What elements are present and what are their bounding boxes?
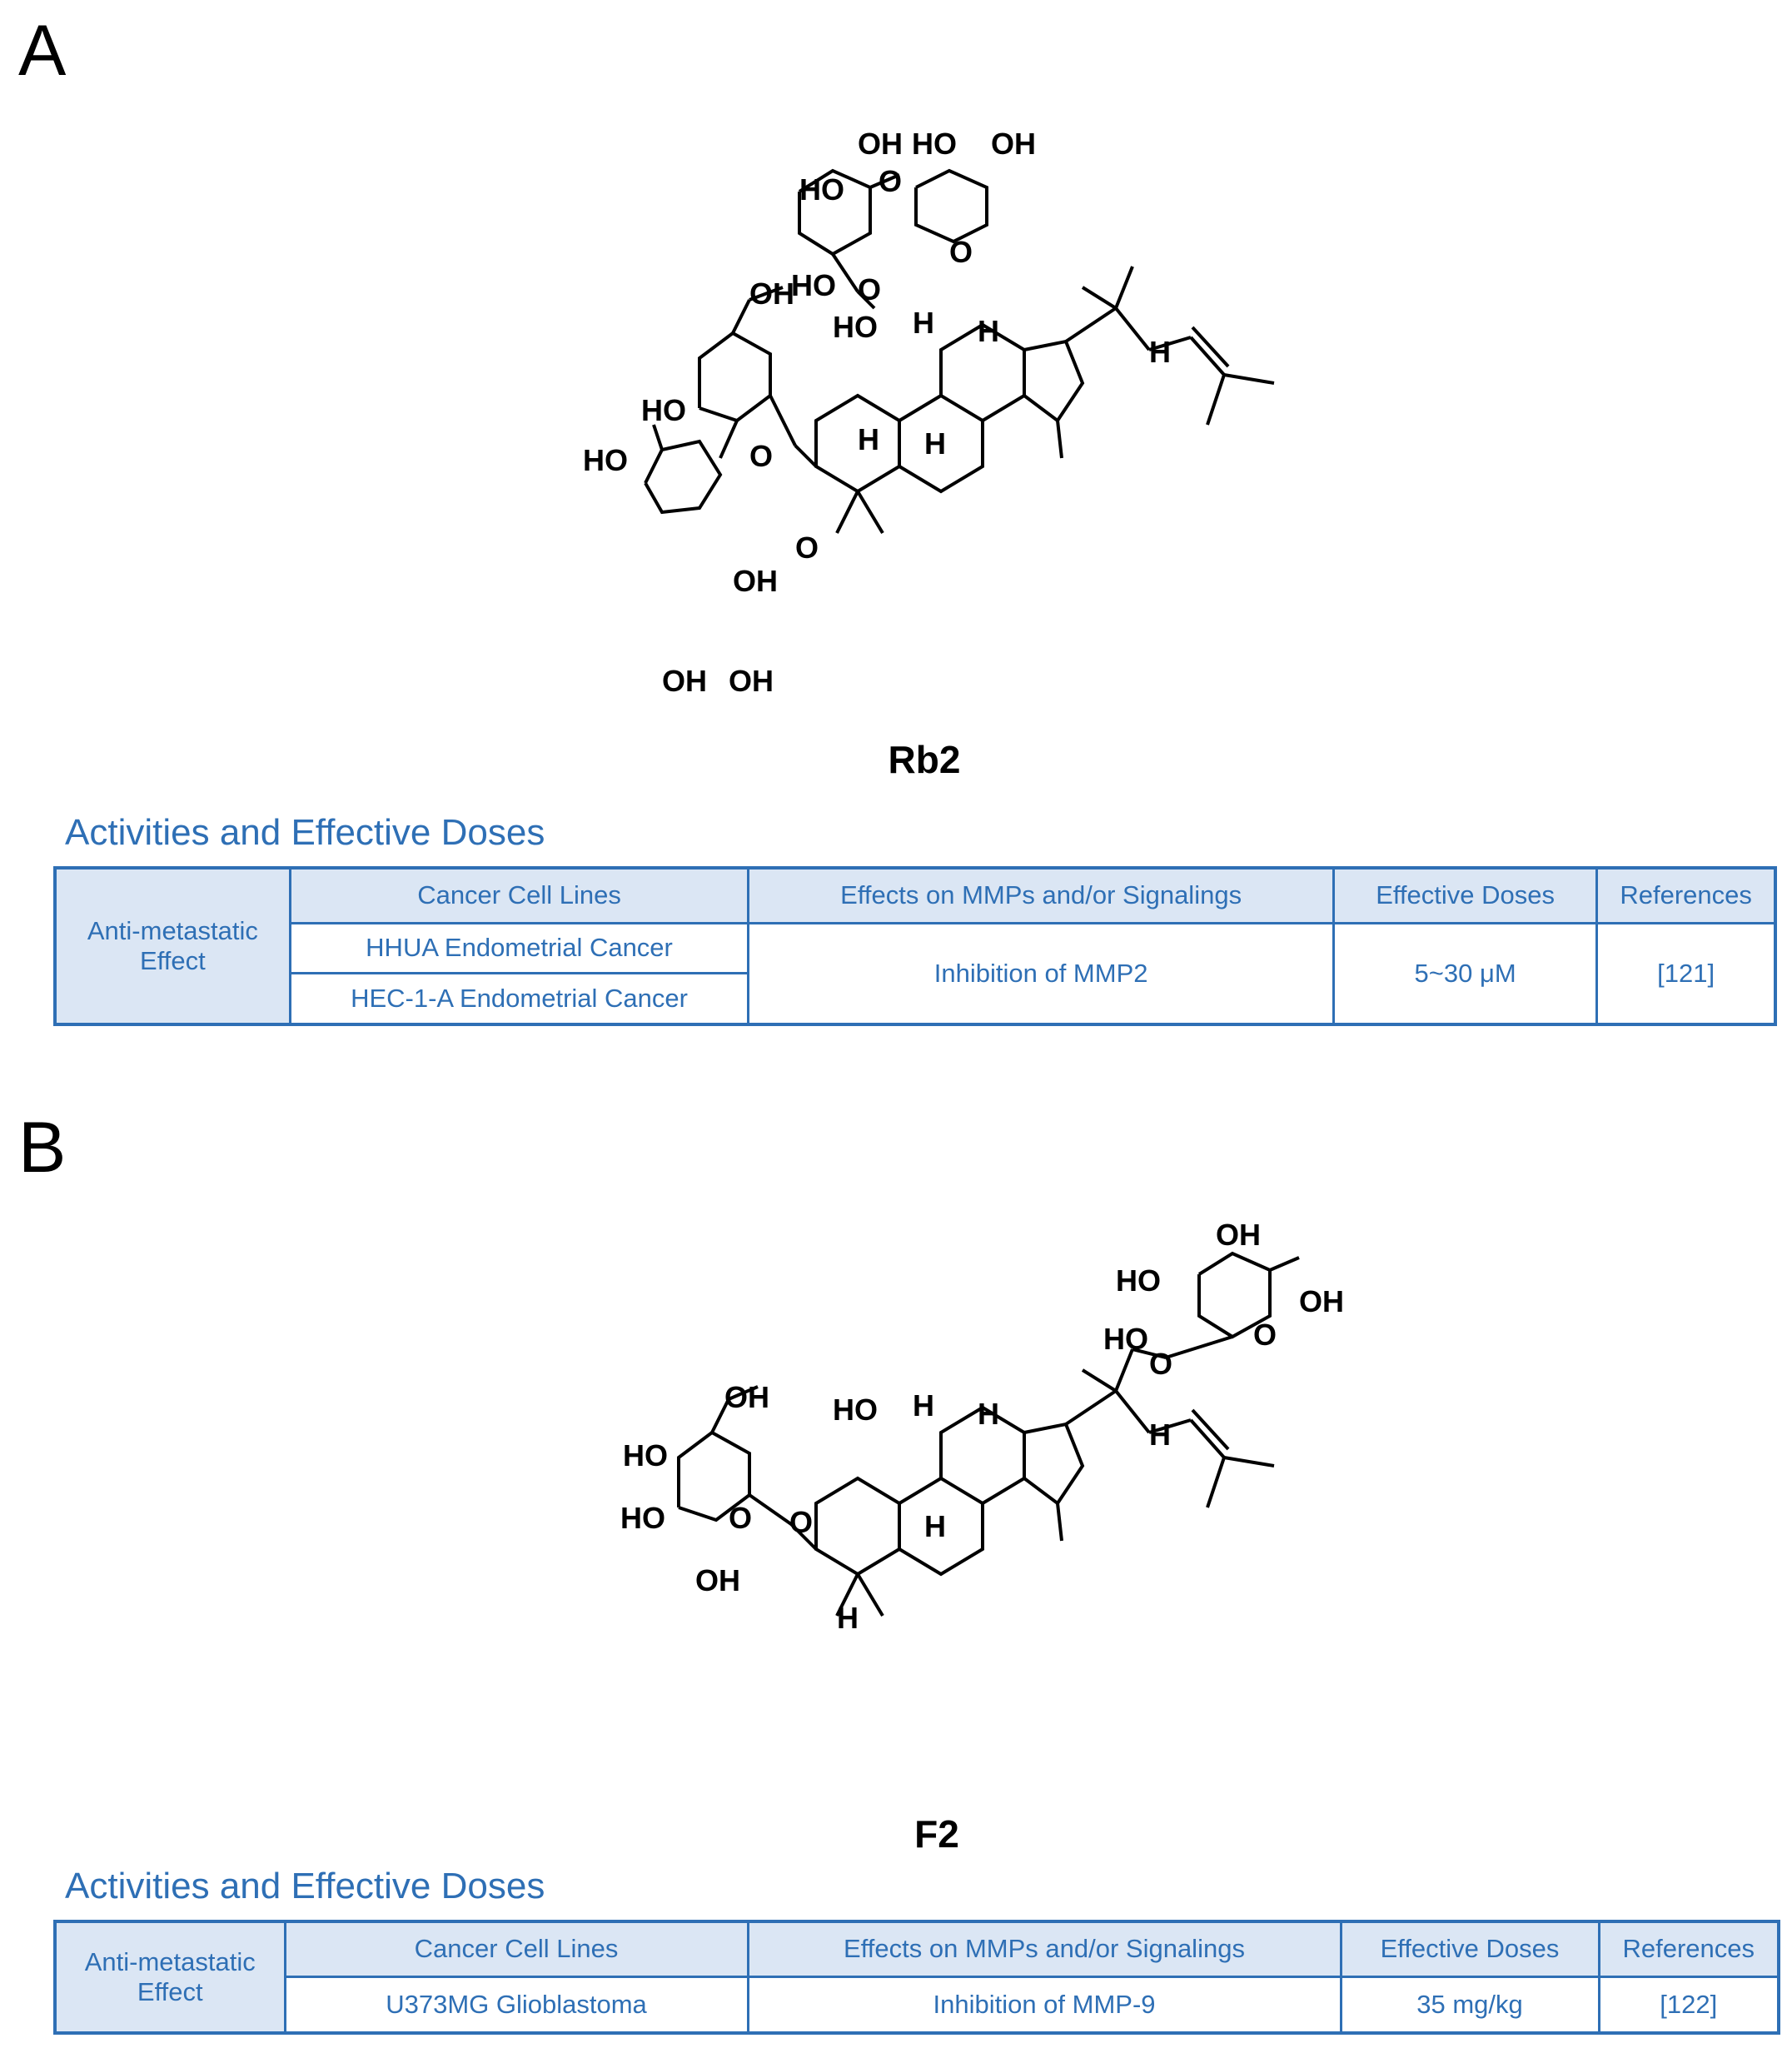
svg-text:HO: HO (623, 1438, 668, 1473)
header-cell: Cancer Cell Lines (283, 1920, 749, 1978)
header-cell: References (1597, 1920, 1780, 1978)
svg-text:HO: HO (583, 443, 628, 477)
header-cell: Effective Doses (1339, 1920, 1600, 1978)
row-label: Anti-metastatic Effect (53, 866, 291, 1026)
panel-letter-a: A (18, 11, 67, 91)
f2-structure: O HO H H H H H OH HO HO O OH O HO HO O O… (620, 1218, 1344, 1635)
svg-text:O: O (879, 164, 902, 198)
svg-text:O: O (949, 235, 973, 269)
svg-text:OH: OH (724, 1380, 769, 1414)
header-cell: Effective Doses (1332, 866, 1599, 924)
compound-name-rb2: Rb2 (888, 738, 961, 781)
svg-text:O: O (1253, 1318, 1277, 1352)
svg-text:HO: HO (799, 172, 844, 207)
svg-text:HO: HO (791, 268, 836, 302)
section-title-b: Activities and Effective Doses (65, 1866, 545, 1906)
svg-text:OH: OH (858, 127, 903, 161)
svg-text:H: H (978, 314, 999, 348)
dose-cell: 35 mg/kg (1339, 1975, 1600, 2035)
svg-text:O: O (729, 1501, 752, 1535)
svg-text:OH: OH (662, 664, 707, 698)
svg-text:HO: HO (641, 393, 686, 427)
dose-table-a: Anti-metastatic Effect Cancer Cell Lines… (53, 866, 1777, 1026)
svg-text:HO: HO (912, 127, 957, 161)
svg-text:H: H (924, 1509, 946, 1543)
svg-text:H: H (978, 1397, 999, 1431)
svg-text:OH: OH (733, 564, 778, 598)
svg-text:O: O (795, 531, 819, 565)
svg-text:H: H (1149, 1418, 1171, 1452)
cell-line: HEC-1-A Endometrial Cancer (288, 971, 750, 1026)
effect-cell: Inhibition of MMP2 (747, 921, 1335, 1026)
header-cell: Cancer Cell Lines (288, 866, 750, 924)
svg-text:H: H (913, 306, 934, 340)
header-cell: References (1595, 866, 1777, 924)
reference-cell: [122] (1597, 1975, 1780, 2035)
compound-name-f2: F2 (914, 1812, 959, 1856)
svg-text:O: O (858, 272, 881, 306)
svg-text:HO: HO (833, 310, 878, 344)
svg-text:OH: OH (991, 127, 1036, 161)
header-cell: Effects on MMPs and/or Signalings (746, 1920, 1342, 1978)
svg-text:H: H (837, 1601, 859, 1635)
svg-text:H: H (1149, 335, 1171, 369)
svg-text:OH: OH (1216, 1218, 1261, 1252)
svg-text:O: O (749, 439, 773, 473)
row-label: Anti-metastatic Effect (53, 1920, 286, 2035)
svg-text:HO: HO (1103, 1322, 1148, 1356)
svg-text:OH: OH (729, 664, 774, 698)
dose-cell: 5~30 μM (1332, 921, 1599, 1026)
panel-letter-b: B (18, 1108, 67, 1188)
header-cell: Effects on MMPs and/or Signalings (747, 866, 1335, 924)
svg-text:OH: OH (749, 277, 794, 311)
svg-text:O: O (1149, 1347, 1172, 1381)
cell-line: U373MG Glioblastoma (283, 1975, 749, 2035)
svg-text:HO: HO (833, 1393, 878, 1427)
svg-text:O: O (789, 1505, 813, 1539)
dose-table-b: Anti-metastatic Effect Cancer Cell Lines… (53, 1920, 1780, 2035)
svg-text:H: H (913, 1388, 934, 1423)
svg-text:OH: OH (695, 1563, 740, 1597)
svg-text:HO: HO (1116, 1263, 1161, 1298)
reference-cell: [121] (1595, 921, 1777, 1026)
svg-text:OH: OH (1299, 1284, 1344, 1318)
rb2-structure: O HO H H H H H OH HO HO O OH OH OH O HO … (583, 127, 1275, 698)
svg-text:HO: HO (620, 1501, 665, 1535)
effect-cell: Inhibition of MMP-9 (746, 1975, 1342, 2035)
svg-text:H: H (924, 426, 946, 461)
section-title-a: Activities and Effective Doses (65, 812, 545, 853)
cell-line: HHUA Endometrial Cancer (288, 921, 750, 974)
svg-text:H: H (858, 422, 879, 456)
